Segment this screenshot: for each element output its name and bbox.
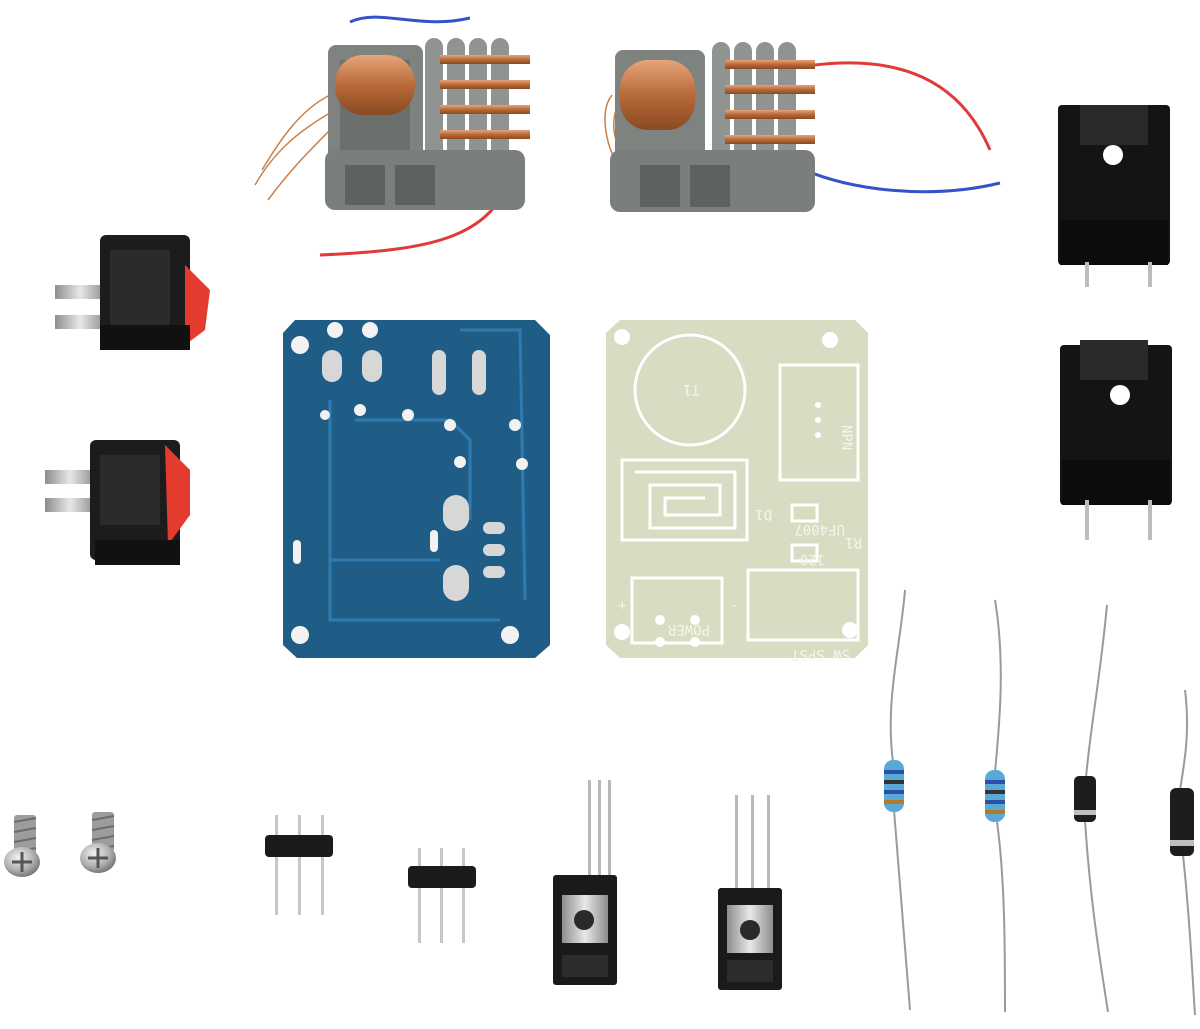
secondary-winding (425, 38, 530, 178)
pin-header-left (265, 815, 333, 915)
transistor-right (718, 795, 782, 990)
resistor-left (884, 589, 911, 1011)
silk-d1: D1 (755, 506, 772, 522)
red-rocker (185, 265, 210, 345)
t1-footprint (633, 333, 747, 447)
diode-right (1170, 689, 1196, 1016)
heatsink-bottom (1060, 340, 1172, 540)
blue-wire (804, 168, 1001, 194)
screw-right (80, 812, 116, 873)
pcb-component-side: T1 NPN D1 UF4007 R1 120 POWER SW SPST + … (606, 320, 868, 662)
silk-npn: NPN (838, 425, 854, 450)
rocker-switch-top (55, 235, 210, 350)
red-wire (814, 61, 992, 151)
heatsink-hole (1103, 145, 1123, 165)
silk-power: POWER (667, 621, 710, 637)
primary-winding (620, 60, 695, 130)
pcb-solder-side (283, 320, 550, 658)
silk-plus: + (618, 598, 626, 614)
silk-r1: R1 (845, 534, 862, 550)
screw-left (4, 815, 40, 877)
resistor-right (985, 599, 1006, 1013)
silk-t1: T1 (683, 381, 700, 397)
primary-winding (335, 55, 415, 115)
secondary-winding (712, 42, 815, 182)
silk-sw-spst: SW SPST (790, 646, 850, 662)
heatsink-hole (1110, 385, 1130, 405)
pin-header-right (408, 848, 476, 943)
silk-r-value: 120 (800, 551, 825, 567)
diode-left (1074, 604, 1109, 1013)
blue-wire (349, 15, 471, 24)
red-rocker (165, 445, 190, 545)
rocker-switch-bottom (45, 440, 190, 565)
transistor-left (553, 780, 617, 985)
heatsink-top (1058, 105, 1170, 287)
silk-minus: - (730, 598, 738, 614)
ignition-coil-left (254, 15, 530, 257)
ignition-coil-right (604, 42, 1001, 212)
silk-uf4007: UF4007 (794, 521, 845, 537)
